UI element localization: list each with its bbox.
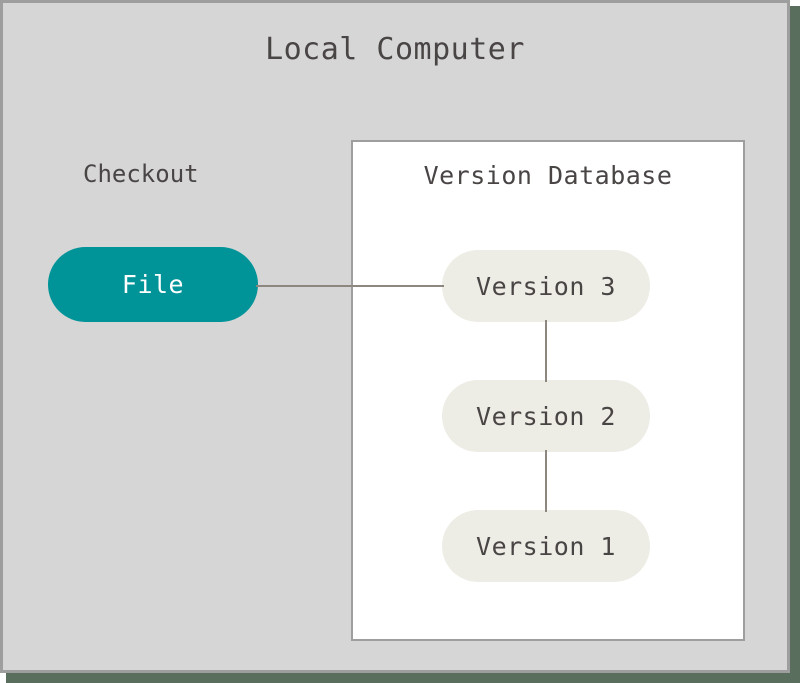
checkout-label: Checkout xyxy=(83,160,199,188)
version-database-title: Version Database xyxy=(423,161,673,190)
file-node[interactable]: File xyxy=(48,247,258,322)
edge-version-3-to-version-2 xyxy=(545,320,547,382)
edge-file-to-version-3 xyxy=(256,285,444,287)
version-node-2[interactable]: Version 2 xyxy=(442,380,650,452)
page-title: Local Computer xyxy=(265,32,525,67)
version-node-2-label: Version 2 xyxy=(476,401,616,431)
version-node-1-label: Version 1 xyxy=(476,531,616,561)
version-node-1[interactable]: Version 1 xyxy=(442,510,650,582)
edge-version-2-to-version-1 xyxy=(545,450,547,512)
file-node-label: File xyxy=(121,270,185,299)
version-node-3[interactable]: Version 3 xyxy=(442,250,650,322)
version-node-3-label: Version 3 xyxy=(476,271,616,301)
